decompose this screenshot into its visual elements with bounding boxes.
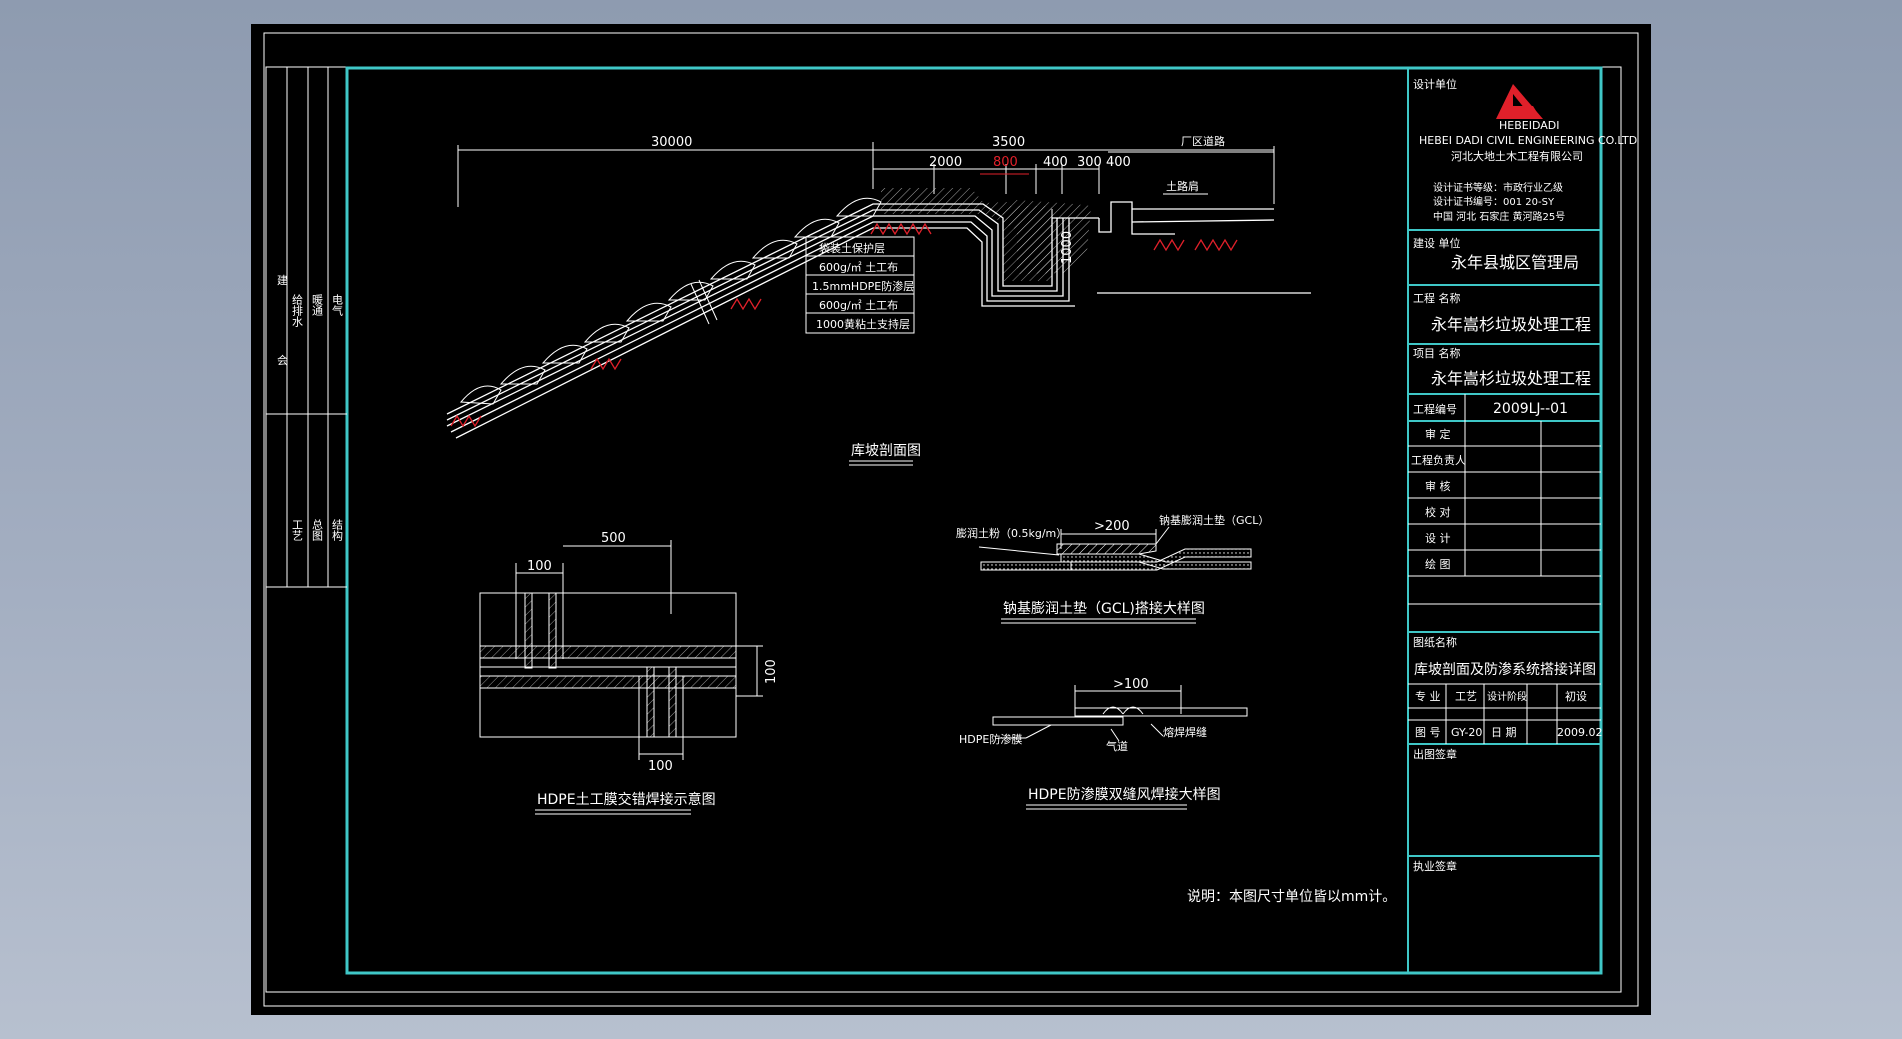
date-label: 日 期 — [1491, 726, 1517, 739]
logo-text: HEBEIDADI — [1499, 119, 1559, 132]
drawing-name-label: 图纸名称 — [1413, 635, 1457, 649]
cert-number: 设计证书编号：001 20-SY — [1433, 195, 1555, 208]
soil-shoulder-label: 土路肩 — [1166, 179, 1199, 193]
company-name-en: HEBEI DADI CIVIL ENGINEERING CO.LTD — [1419, 134, 1637, 147]
strip-col-label: 给排水 — [291, 294, 304, 327]
date-value: 2009.02 — [1557, 726, 1603, 739]
company-logo-icon: HEBEIDADI — [1496, 84, 1559, 132]
project-label: 工程 名称 — [1413, 291, 1461, 305]
design-unit-label: 设计单位 — [1413, 77, 1457, 91]
gcl-overlap-detail: >200 膨润土粉（0.5kg/m） 钠基膨润土垫（GCL） 钠基膨润土垫（GC… — [956, 513, 1269, 624]
discipline-label: 专 业 — [1415, 689, 1441, 703]
dim-30000: 30000 — [651, 135, 692, 150]
practice-stamp-label: 执业签章 — [1413, 859, 1457, 873]
project-value: 永年嵩杉垃圾处理工程 — [1431, 315, 1591, 334]
issue-stamp-label: 出图签章 — [1413, 747, 1457, 761]
dim-gt-100: >100 — [1113, 677, 1149, 692]
slope-section-title: 库坡剖面图 — [851, 443, 921, 459]
dim-2000: 2000 — [929, 155, 962, 170]
gcl-detail-title: 钠基膨润土垫（GCL)搭接大样图 — [1003, 600, 1205, 617]
cad-drawing-sheet: 建 会 给排水 暖通 电气 工艺 总图 结构 30000 3500 2000 — [251, 24, 1651, 1015]
drawing-no-value: GY-20 — [1451, 726, 1482, 739]
item-value: 永年嵩杉垃圾处理工程 — [1431, 369, 1591, 388]
strip-col-label: 电气 — [331, 294, 344, 316]
layer-label: 600g/㎡ 土工布 — [819, 261, 898, 274]
role-label: 设 计 — [1425, 532, 1451, 545]
dim-400a: 400 — [1043, 155, 1068, 170]
layer-label: 1000黄粘土支持层 — [816, 317, 910, 331]
dim-400b: 400 — [1106, 155, 1131, 170]
strip-col-label: 建 — [277, 273, 288, 287]
title-block: HEBEIDADI 设计单位 HEBEI DADI CIVIL ENGINEER… — [1407, 67, 1637, 974]
hdpe-cross-weld-drawing: 500 100 100 100 HDPE土工膜交错焊接示意图 — [479, 531, 779, 815]
address: 中国 河北 石家庄 黄河路25号 — [1433, 210, 1565, 223]
dim-gt-200: >200 — [1094, 519, 1130, 534]
strip-col-label: 总图 — [311, 518, 324, 542]
layer-label: 600g/㎡ 土工布 — [819, 299, 898, 312]
dim-100-bottom: 100 — [648, 759, 673, 774]
gcl-label: 钠基膨润土垫（GCL） — [1159, 513, 1269, 527]
company-name-cn: 河北大地土木工程有限公司 — [1451, 149, 1583, 163]
dim-100-right: 100 — [764, 659, 779, 684]
strip-col-label: 结构 — [331, 519, 344, 542]
item-label: 项目 名称 — [1413, 346, 1461, 360]
drawing-name-value: 库坡剖面及防渗系统搭接详图 — [1414, 661, 1596, 678]
hdpe-cross-weld-title: HDPE土工膜交错焊接示意图 — [537, 791, 716, 808]
drawing-no-label: 图 号 — [1415, 726, 1441, 739]
dim-800: 800 — [993, 155, 1018, 170]
dim-100-top: 100 — [527, 559, 552, 574]
left-strip-labels: 建 会 给排水 暖通 电气 工艺 总图 结构 — [277, 273, 344, 542]
strip-col-label: 会 — [277, 354, 288, 367]
cert-grade: 设计证书等级：市政行业乙级 — [1433, 181, 1563, 194]
role-label: 审 定 — [1425, 427, 1451, 441]
left-signature-strip — [265, 67, 347, 588]
role-label: 绘 图 — [1425, 557, 1451, 571]
project-no-label: 工程编号 — [1413, 402, 1457, 416]
layer-label: 1.5mmHDPE防渗层 — [812, 279, 914, 293]
client-label: 建设 单位 — [1413, 236, 1461, 250]
unit-note: 说明：本图尺寸单位皆以mm计。 — [1187, 889, 1396, 905]
layer-label: 袋装土保护层 — [819, 241, 885, 255]
dim-3500: 3500 — [992, 135, 1025, 150]
slope-section-drawing: 30000 3500 2000 800 400 300 400 1000 厂区道… — [446, 134, 1311, 466]
role-label: 校 对 — [1425, 505, 1451, 519]
hdpe-double-seam-title: HDPE防渗膜双缝风焊接大样图 — [1028, 786, 1221, 803]
role-label: 审 核 — [1425, 479, 1451, 493]
discipline-value: 工艺 — [1455, 690, 1477, 703]
client-value: 永年县城区管理局 — [1451, 253, 1579, 272]
air-channel-label: 气道 — [1106, 739, 1128, 753]
dim-300: 300 — [1077, 155, 1102, 170]
stage-label: 设计阶段 — [1487, 690, 1527, 703]
role-label: 工程负责人 — [1411, 453, 1466, 467]
cad-drawing-canvas: 建 会 给排水 暖通 电气 工艺 总图 结构 30000 3500 2000 — [263, 32, 1639, 1007]
hdpe-membrane-label: HDPE防渗膜 — [959, 732, 1022, 746]
hdpe-double-seam-drawing: >100 HDPE防渗膜 气道 熔焊焊缝 HDPE防渗膜双缝风焊接大样图 — [959, 677, 1248, 810]
stage-value: 初设 — [1565, 689, 1587, 703]
dim-500: 500 — [601, 531, 626, 546]
weld-seam-label: 熔焊焊缝 — [1163, 725, 1207, 739]
factory-road-label: 厂区道路 — [1181, 134, 1225, 148]
project-no-value: 2009LJ--01 — [1493, 401, 1568, 417]
bentonite-powder-label: 膨润土粉（0.5kg/m） — [956, 526, 1067, 540]
outer-border — [263, 32, 1639, 1007]
strip-col-label: 工艺 — [291, 519, 304, 541]
strip-col-label: 暖通 — [311, 294, 324, 316]
